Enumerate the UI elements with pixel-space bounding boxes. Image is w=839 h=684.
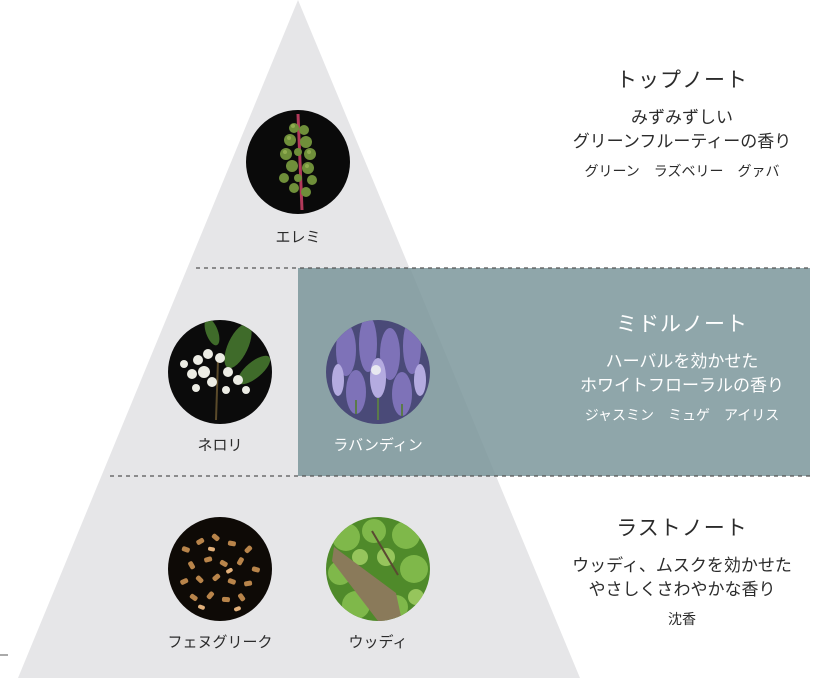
middle-note-block: ミドルノート ハーバルを効かせた ホワイトフローラルの香り ジャスミン ミュゲ … (532, 310, 832, 426)
ingredient-label-neroli: ネロリ (197, 436, 243, 454)
woody-image (326, 517, 430, 621)
ingredient-label-elemi: エレミ (275, 228, 321, 246)
top-note-keywords: グリーン ラズベリー グァバ (584, 164, 780, 180)
elemi-image (246, 110, 350, 214)
top-note-block: トップノート みずみずしい グリーンフルーティーの香り グリーン ラズベリー グ… (532, 66, 832, 182)
top-note-desc-line1: みずみずしい (631, 108, 733, 128)
fenugreek-seeds-icon (168, 517, 272, 621)
base-note-keywords: 沈香 (668, 612, 696, 628)
middle-note-title: ミドルノート (616, 312, 748, 336)
elemi-berries-icon (246, 110, 350, 214)
middle-note-desc-line1: ハーバルを効かせた (605, 352, 759, 372)
base-note-block: ラストノート ウッディ、ムスクを効かせた やさしくさわやかな香り 沈香 (532, 514, 832, 630)
base-note-desc-line1: ウッディ、ムスクを効かせた (572, 556, 792, 576)
ingredient-label-lavandin: ラバンディン (333, 436, 423, 454)
base-note-desc-line2: やさしくさわやかな香り (588, 580, 776, 600)
neroli-blossom-icon (168, 320, 272, 424)
neroli-image (168, 320, 272, 424)
fenugreek-image (168, 517, 272, 621)
ingredient-label-woody: ウッディ (348, 633, 408, 651)
middle-note-keywords: ジャスミン ミュゲ アイリス (584, 408, 780, 424)
lavandin-image (326, 320, 430, 424)
top-note-description: みずみずしい グリーンフルーティーの香り (532, 106, 832, 154)
top-note-title: トップノート (616, 68, 748, 92)
middle-note-desc-line2: ホワイトフローラルの香り (580, 376, 784, 396)
top-note-desc-line2: グリーンフルーティーの香り (572, 132, 792, 152)
base-note-title: ラストノート (616, 516, 748, 540)
middle-note-description: ハーバルを効かせた ホワイトフローラルの香り (532, 350, 832, 398)
woody-foliage-icon (326, 517, 430, 621)
lavandin-flower-icon (326, 320, 430, 424)
base-note-description: ウッディ、ムスクを効かせた やさしくさわやかな香り (532, 554, 832, 602)
ingredient-label-fenugreek: フェヌグリーク (167, 633, 273, 651)
